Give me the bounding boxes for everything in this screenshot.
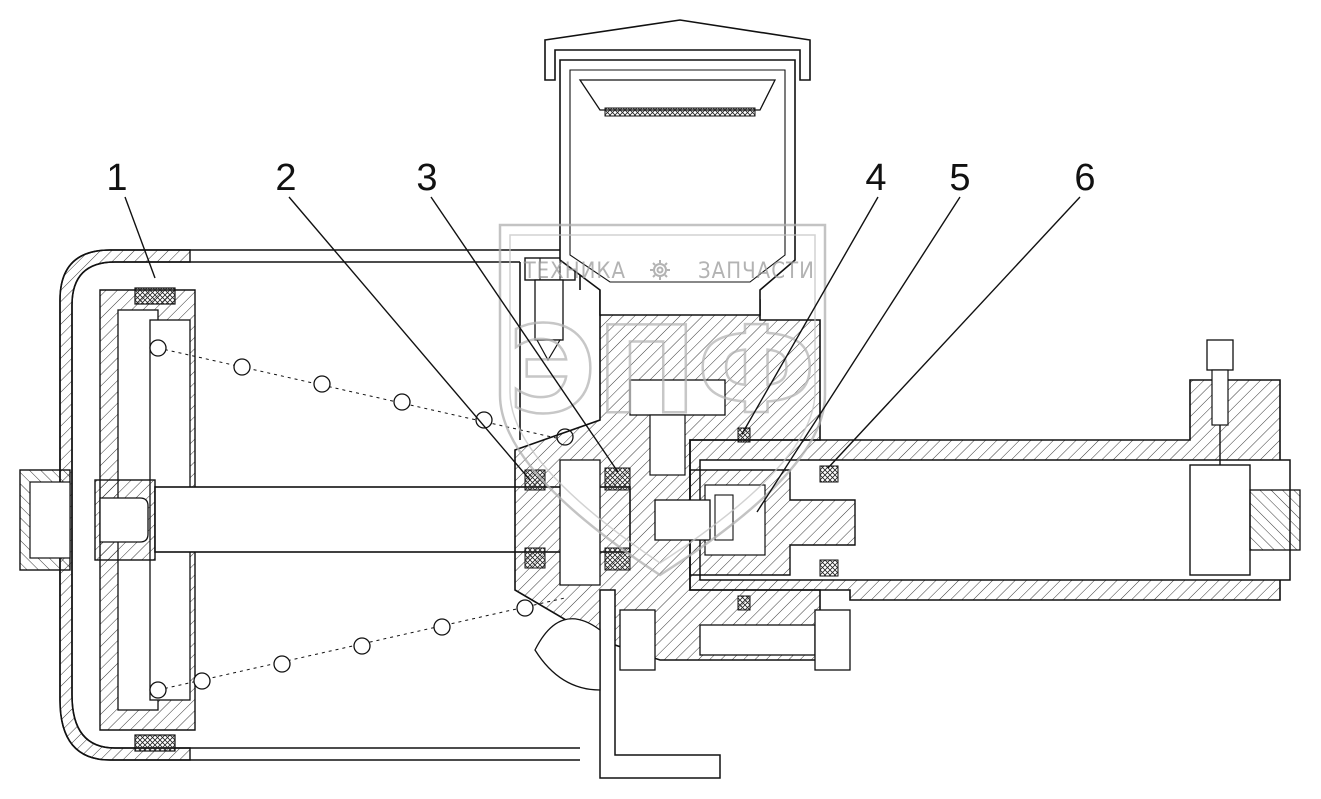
watermark-brand-right: ЗАПЧАСТИ [698, 259, 815, 284]
callout-1: 1 [106, 157, 127, 199]
left-stub [19, 469, 71, 571]
leader-5 [756, 196, 961, 513]
callout-5: 5 [949, 157, 970, 199]
bleed-nipple [1206, 339, 1234, 465]
leader-1 [124, 196, 156, 279]
leader-2 [288, 196, 531, 481]
leader-6 [827, 196, 1081, 469]
fluid-reservoir [544, 19, 811, 316]
valve-body [514, 289, 821, 661]
leader-4 [741, 196, 879, 435]
callout-3: 3 [416, 157, 437, 199]
watermark-brand-left: ТЕХНИКА [523, 259, 626, 284]
callout-4: 4 [865, 157, 886, 199]
watermark-monogram: ЭПФ [508, 302, 816, 441]
top-bolt [524, 257, 576, 362]
watermark: ЭПФ ТЕХНИКА ЗАПЧАСТИ [498, 223, 827, 577]
callout-2: 2 [275, 157, 296, 199]
leader-3 [430, 196, 619, 473]
callout-6: 6 [1074, 157, 1095, 199]
bottom-bracket [534, 589, 851, 779]
inner-piston [654, 469, 856, 576]
gear-icon [650, 260, 670, 280]
callout-leaders [124, 196, 1081, 513]
callout-labels: 1 2 3 4 5 6 [106, 157, 1095, 199]
